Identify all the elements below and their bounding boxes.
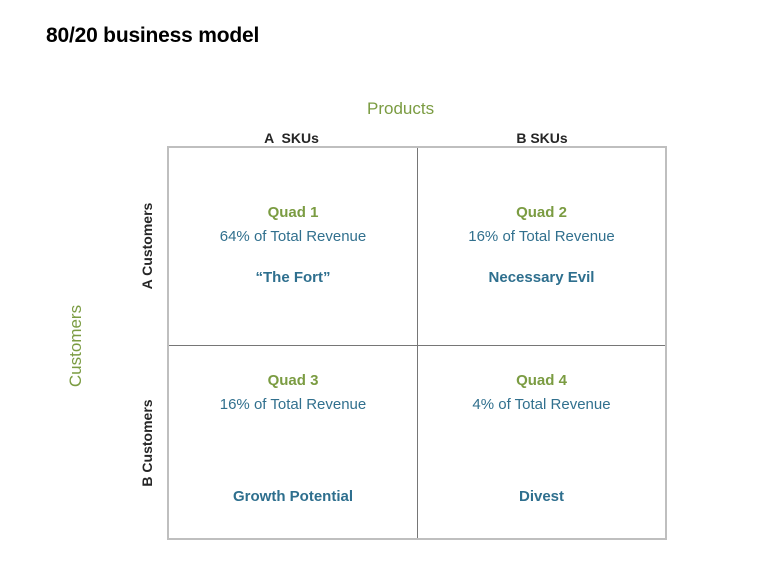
x-axis-title: Products [367,99,435,118]
quadrant-matrix: Quad 1 64% of Total Revenue “The Fort” Q… [167,146,667,540]
quadrant-3-label: Growth Potential [233,488,353,505]
quadrant-2-revenue: 16% of Total Revenue [468,228,615,245]
quadrant-1-revenue: 64% of Total Revenue [219,228,367,245]
quadrant-3-revenue: 16% of Total Revenue [219,396,367,413]
quadrant-4-revenue: 4% of Total Revenue [472,396,611,413]
page-title: 80/20 business model [46,24,260,47]
quadrant-cell-3[interactable]: Quad 3 16% of Total Revenue Growth Poten… [169,346,417,538]
quadrant-cell-4[interactable]: Quad 4 4% of Total Revenue Divest [418,346,665,538]
quadrant-cell-1[interactable]: Quad 1 64% of Total Revenue “The Fort” [169,148,417,345]
quadrant-2-label: Necessary Evil [488,269,595,286]
quadrant-3-title: Quad 3 [267,372,319,389]
quadrant-cell-2[interactable]: Quad 2 16% of Total Revenue Necessary Ev… [418,148,665,345]
matrix-horizontal-divider [169,345,665,346]
matrix-vertical-divider [417,148,418,538]
column-header-b-skus: B SKUs [516,130,568,146]
quadrant-2-title: Quad 2 [516,204,567,221]
quadrant-4-title: Quad 4 [516,372,567,389]
quadrant-1-label: “The Fort” [255,269,331,286]
quadrant-4-label: Divest [518,488,565,505]
quadrant-1-title: Quad 1 [267,204,319,221]
column-header-a-skus: A SKUs [264,130,319,146]
